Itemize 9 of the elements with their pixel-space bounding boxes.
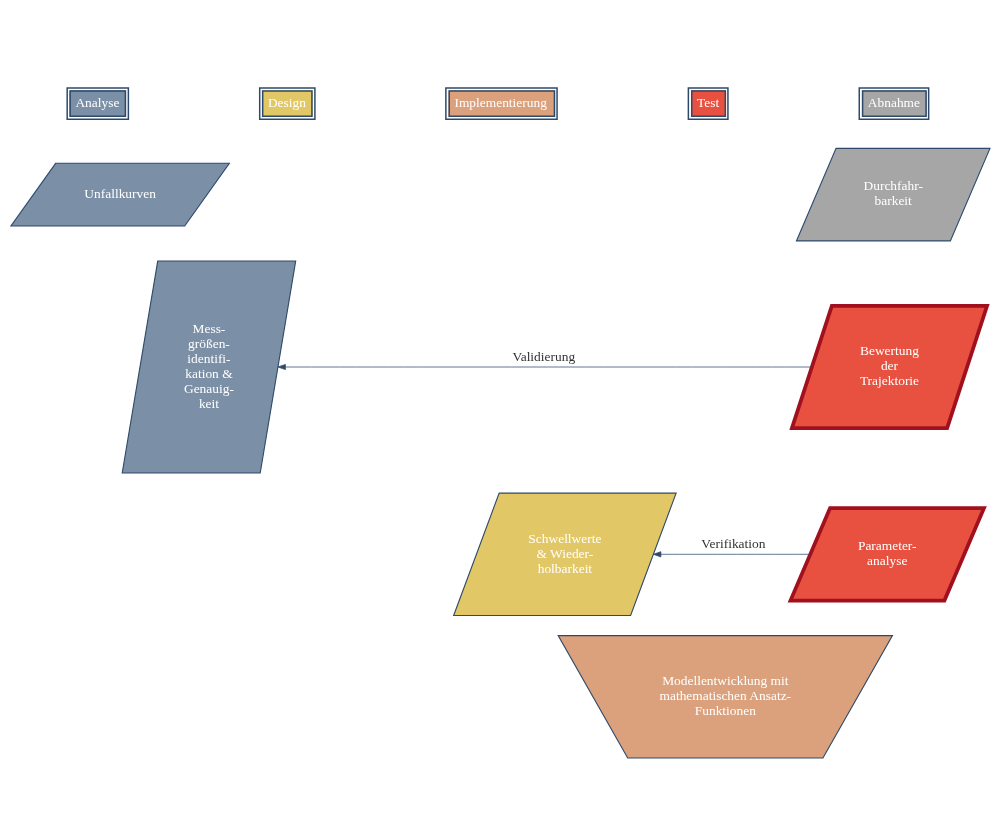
arrow (277, 363, 813, 370)
legend-label: Analyse (75, 94, 120, 110)
legend-label: Implementierung (454, 94, 547, 110)
edge-label: Verifikation (701, 535, 766, 551)
legend-label: Test (696, 94, 720, 110)
edge-label: Validierung (512, 348, 576, 364)
legend-label: Design (267, 94, 306, 110)
arrow (653, 550, 811, 557)
legend-label: Abnahme (867, 94, 921, 110)
